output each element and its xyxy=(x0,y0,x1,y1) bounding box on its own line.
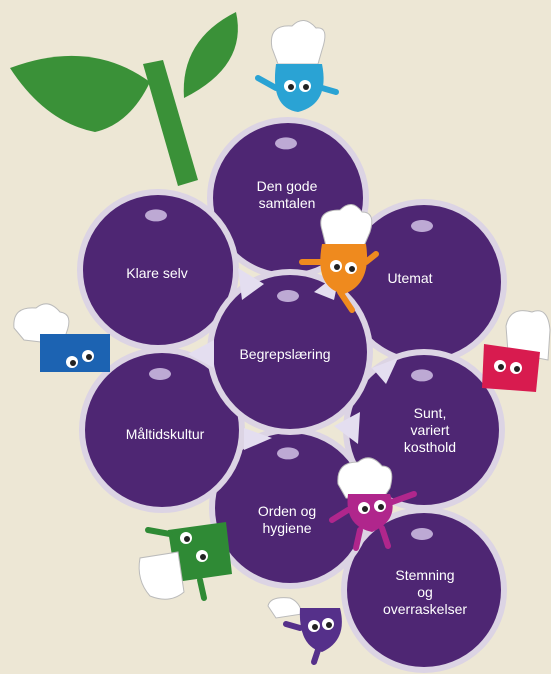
chef-mascot-green xyxy=(138,522,232,601)
berry-highlight xyxy=(411,220,433,232)
arrow-icon xyxy=(334,412,360,444)
berry-highlight xyxy=(277,290,299,302)
berry-highlight xyxy=(411,528,433,540)
grape-berry-maltidskultur xyxy=(79,347,245,513)
berry-highlight xyxy=(275,137,297,150)
arrow-icon xyxy=(372,358,398,384)
node-label-maltidskultur: Måltidskultur xyxy=(125,426,205,442)
chef-mascot-blue xyxy=(255,20,339,112)
node-label-klare-selv: Klare selv xyxy=(126,265,188,281)
chef-mascot-purple xyxy=(267,597,342,665)
berry-highlight xyxy=(411,369,433,382)
berry-highlight xyxy=(277,447,299,460)
grape-leaves xyxy=(10,12,238,186)
node-label-utemat: Utemat xyxy=(387,270,433,286)
chef-mascot-navy xyxy=(13,303,110,372)
arrow-icon xyxy=(238,268,264,300)
chef-mascot-orange xyxy=(299,204,379,313)
arrow-icon xyxy=(188,340,214,368)
chef-mascot-magenta xyxy=(329,457,417,551)
berry-highlight xyxy=(149,368,171,380)
arrow-icon xyxy=(244,428,272,450)
leaf-right-icon xyxy=(183,12,238,98)
chef-mascot-red xyxy=(482,310,551,392)
leaf-left-icon xyxy=(10,55,150,132)
grape-stem-icon xyxy=(143,60,198,186)
berry-highlight xyxy=(145,209,167,222)
node-label-begrepslaering: Begrepslæring xyxy=(239,346,331,362)
